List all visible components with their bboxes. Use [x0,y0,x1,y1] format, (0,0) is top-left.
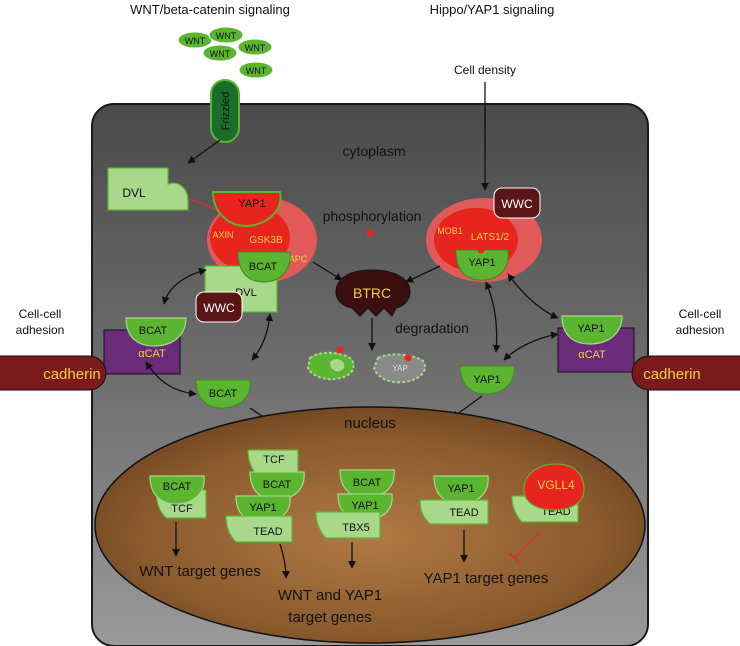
bcat-label: BCAT [249,261,278,273]
phospho-site [477,246,485,254]
alpha-cat-left-label: αCAT [138,348,166,360]
phosphorylation-label: phosphorylation [323,208,422,224]
dvl-protein [107,167,189,211]
cadherin-left [0,355,107,391]
bcat-yap1-tbx5-complex: BCAT YAP1 TBX5 [315,469,395,539]
vgll4-label: VGLL4 [537,478,575,492]
wnt-yap-target-arrow [279,543,290,579]
yap1-protein [211,191,282,228]
yap-fragment-label: YAP [392,364,407,373]
bcat-label: BCAT [139,325,168,337]
wnt-ligand-label: WNT [245,43,266,53]
yap1-label: YAP1 [473,374,500,386]
tcf-bcat-yap1-tead-complex: TCF BCAT YAP1 TEAD [225,449,305,543]
axin-label: AXIN [212,230,233,240]
cytoplasm-label: cytoplasm [342,143,405,159]
yap1-tead-complex: YAP1 TEAD [419,475,489,525]
tbx5-label: TBX5 [342,522,370,534]
yap1-label: YAP1 [468,257,495,269]
bcat-label: BCAT [209,388,238,400]
phospho-site [336,346,344,354]
yap1-exchange-arrow [507,273,559,319]
bcat-protein [237,251,291,283]
wnt-signaling-header: WNT/beta-catenin signaling [130,2,290,17]
yap1-label: YAP1 [351,500,378,512]
wnt-yap-target-genes-line1: WNT and YAP1 [278,587,382,604]
bcat-exchange-arrow [251,313,274,361]
bcat-tcf-complex: TCF BCAT [149,475,207,519]
vgll4-inhibition [508,531,541,564]
left-adhesion-label-line2: adhesion [16,323,65,337]
hippo-signaling-header: Hippo/YAP1 signaling [430,2,555,17]
yap1-protein [561,315,623,345]
dvl-label: DVL [122,186,146,200]
wwc-protein [195,291,243,323]
tcf-label: TCF [171,503,193,515]
btrc-label: BTRC [353,285,391,301]
tcf-label: TCF [263,454,285,466]
bcat-protein [195,379,251,409]
gsk3b-label: GSK3B [249,235,283,246]
phospho-site [404,354,412,362]
degraded-protein-fragments: YAP [306,346,427,384]
wnt-ligand-label: WNT [210,49,231,59]
yap1-label: YAP1 [447,483,474,495]
bcat-label: BCAT [263,479,292,491]
yap1-label: YAP1 [577,323,604,335]
btrc-protein [335,269,411,317]
wnt-ligand-label: WNT [185,36,206,46]
frizzled-to-dvl-arrow [187,139,221,164]
left-adhesion-label-line1: Cell-cell [19,307,62,321]
yap1-label: YAP1 [249,502,276,514]
yap1-label: YAP1 [238,198,265,210]
wnt-ligand-cluster: WNT WNT WNT WNT WNT [177,26,274,79]
frizzled-label: Frizzled [220,92,232,131]
wnt-target-genes-label: WNT target genes [139,563,260,580]
wnt-yap-target-genes-line2: target genes [288,609,371,626]
cadherin-right [631,355,740,391]
hippo-to-btrc-arrow [405,265,441,283]
wwc-protein [493,187,541,219]
bcat-exchange-arrow [145,361,197,398]
mob1-label: MOB1 [437,226,463,236]
wwc-label: WWC [501,197,533,211]
cadherin-left-label: cadherin [43,366,101,383]
frizzled-receptor [210,79,240,143]
bcat-protein [125,317,187,347]
right-adhesion-label-line2: adhesion [676,323,725,337]
lats-label: LATS1/2 [471,232,510,243]
cadherin-right-label: cadherin [643,366,701,383]
cell-density-label: Cell density [454,63,516,77]
yap1-target-genes-label: YAP1 target genes [424,570,549,587]
wwc-label: WWC [203,301,235,315]
right-adhesion-label-line1: Cell-cell [679,307,722,321]
tead-label: TEAD [449,507,478,519]
bcat-exchange-arrow [161,267,207,305]
tead-label: TEAD [253,526,282,538]
vgll4-tead-complex: TEAD VGLL4 [511,463,585,523]
yap1-exchange-arrow [503,331,559,361]
phospho-site [366,229,374,237]
complex-to-btrc-arrow [312,261,343,281]
bcat-label: BCAT [163,481,192,493]
yap1-protein [455,249,509,281]
alpha-cat-right-label: αCAT [578,349,606,361]
wnt-ligand-label: WNT [216,31,237,41]
nucleus-label: nucleus [344,415,396,432]
apc-label: APC [289,254,308,264]
wnt-ligand-label: WNT [246,66,267,76]
yap1-protein [459,365,515,395]
bcat-label: BCAT [353,477,382,489]
hippo-kinase-complex: MOB1 LATS1/2 YAP1 [426,198,542,282]
degradation-label: degradation [395,320,469,336]
yap1-exchange-arrow [485,281,501,353]
